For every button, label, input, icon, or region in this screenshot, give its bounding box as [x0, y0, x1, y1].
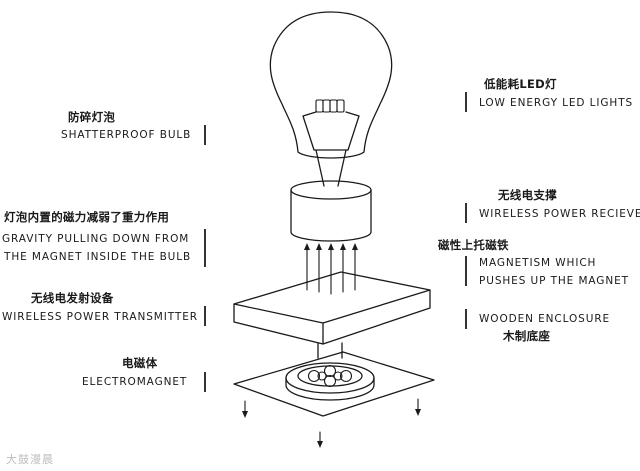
electromagnet-label-bracket	[204, 372, 206, 392]
receiver-label-en: WIRELESS POWER RECIEVER	[479, 208, 640, 220]
electromagnet-label-en: ELECTROMAGNET	[82, 376, 188, 388]
screw-indicator-arrows	[242, 398, 421, 448]
magnetism-label-en-line2: PUSHES UP THE MAGNET	[479, 275, 629, 287]
led-label-en: LOW ENERGY LED LIGHTS	[479, 97, 634, 109]
electromagnet-label-cn: 电磁体	[122, 356, 158, 370]
gravity-label-bracket	[204, 229, 206, 267]
magnetism-label-cn: 磁性上托磁铁	[438, 238, 509, 252]
electromagnet-coil	[285, 342, 375, 401]
led-label-cn: 低能耗LED灯	[484, 77, 557, 91]
led-chip-row	[315, 99, 345, 113]
receiver-label-bracket	[465, 203, 467, 223]
bulb-label-bracket	[204, 125, 206, 145]
bulb-glass-outline	[269, 11, 393, 159]
transmitter-label-bracket	[204, 306, 206, 326]
enclosure-label-en: WOODEN ENCLOSURE	[479, 313, 611, 325]
bulb-neck-lines	[315, 149, 347, 187]
bulb-drawing	[269, 11, 393, 187]
base-plate	[233, 351, 435, 417]
receiver-label-cn: 无线电支撑	[498, 188, 557, 202]
magnetism-label-en-line1: MAGNETISM WHICH	[479, 257, 597, 269]
enclosure-label-cn: 木制底座	[503, 329, 551, 343]
transmitter-label-en: WIRELESS POWER TRANSMITTER	[2, 311, 198, 323]
gravity-label-cn: 灯泡内置的磁力减弱了重力作用	[4, 210, 170, 224]
gravity-label-en-line1: GRAVITY PULLING DOWN FROM	[2, 233, 190, 245]
led-label-bracket	[465, 92, 467, 112]
gravity-label-en-line2: THE MAGNET INSIDE THE BULB	[4, 251, 192, 263]
bulb-label-cn: 防碎灯泡	[68, 110, 116, 124]
watermark-text: 大鼓漫晨	[6, 453, 54, 466]
enclosure-label-bracket	[465, 309, 467, 329]
magnetism-arrows	[304, 243, 358, 295]
bulb-label-en: SHATTERPROOF BULB	[61, 129, 192, 141]
bulb-filament-frame	[302, 111, 360, 151]
magnetism-label-bracket	[465, 256, 467, 286]
receiver-cylinder	[290, 180, 372, 242]
transmitter-label-cn: 无线电发射设备	[31, 291, 114, 305]
wooden-enclosure-box	[233, 271, 431, 345]
